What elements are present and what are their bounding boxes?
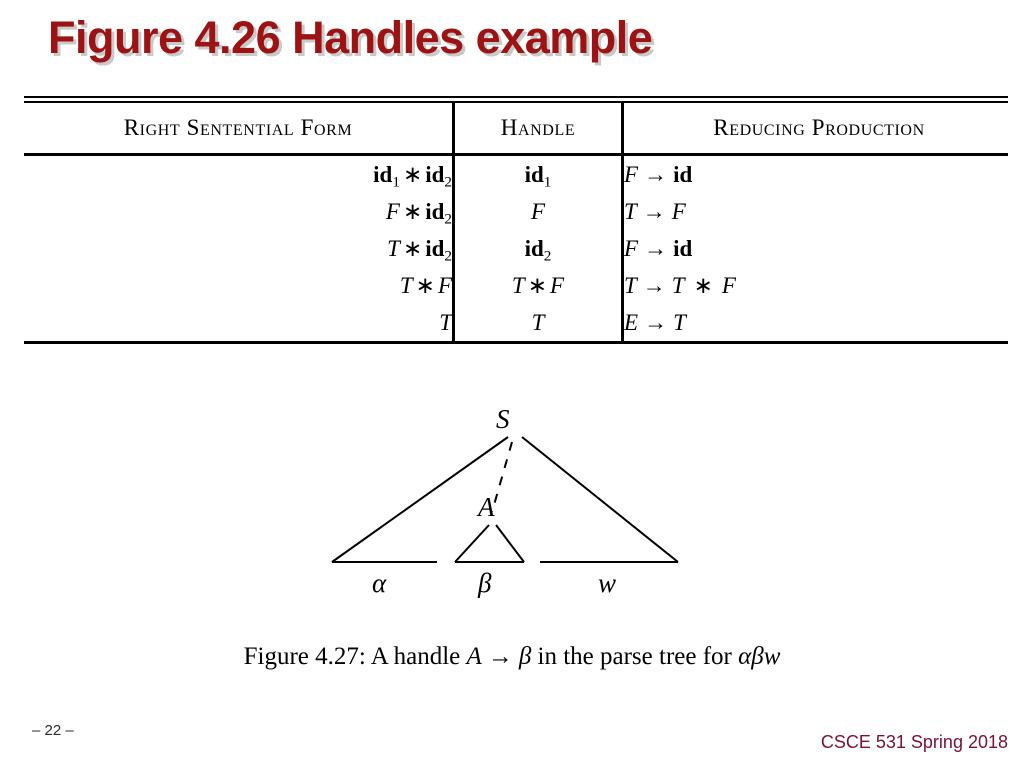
caption-sentential: αβw (738, 643, 781, 670)
tree-root-label: S (496, 404, 510, 434)
caption-beta: β (518, 643, 532, 670)
subtree-right-edge (495, 524, 525, 563)
table-body-row-group: id1∗id2 F∗id2 T∗id2 T∗F T id1 (24, 156, 1014, 341)
table-row: T∗id2 (387, 236, 452, 265)
header-label-right-sentential-form: Right Sentential Form (123, 115, 353, 140)
table-row: E→T (624, 310, 686, 335)
table-row: id1 (524, 162, 552, 191)
tree-right-edge (521, 436, 679, 563)
tree-leaf-label-w: w (598, 568, 617, 598)
table-body-section: id1∗id2 F∗id2 T∗id2 T∗F T id1 (24, 156, 1014, 341)
table-row: T→F (624, 199, 686, 224)
table-bottom-rule (24, 341, 1008, 344)
table-row: T∗F (399, 273, 452, 298)
tree-inner-label: A (478, 492, 495, 522)
table-row: id2 (524, 236, 552, 265)
table-row: F (530, 199, 546, 224)
table-header-section: Right Sentential Form Handle Reducing Pr… (24, 103, 1014, 153)
column-divider-1 (452, 103, 455, 153)
footer-page-number: – 22 – (32, 722, 74, 739)
table-row: T (439, 310, 452, 335)
header-label-handle: Handle (500, 115, 576, 140)
table-row: F→id (624, 162, 693, 187)
figure-caption: Figure 4.27: A handle A→β in the parse t… (0, 643, 1024, 671)
parse-tree-figure: S A α β w (300, 400, 720, 615)
table-top-double-rule (24, 96, 1008, 103)
column-divider-2-body (621, 156, 624, 341)
caption-middle: in the parse tree for (531, 643, 739, 670)
table-row: T→T∗F (624, 273, 736, 298)
tree-leaf-label-alpha: α (372, 568, 387, 598)
header-cell-reducing-production: Reducing Production (624, 103, 1014, 153)
table-row: id1∗id2 (373, 162, 452, 191)
table-header-row: Right Sentential Form Handle Reducing Pr… (24, 103, 1014, 153)
tree-leaf-label-beta: β (478, 568, 492, 598)
footer-course-label: CSCE 531 Spring 2018 (820, 732, 1008, 752)
tree-dashed-path (491, 441, 513, 513)
cell-group-right-sentential-form: id1∗id2 F∗id2 T∗id2 T∗F T (24, 156, 452, 341)
handles-table: Right Sentential Form Handle Reducing Pr… (24, 96, 1008, 344)
table-row: T (531, 310, 545, 335)
subtree-left-edge (454, 524, 490, 563)
header-cell-handle: Handle (455, 103, 621, 153)
column-divider-1-body (452, 156, 455, 341)
table-row: F∗id2 (385, 199, 452, 228)
column-divider-2 (621, 103, 624, 153)
table-header-rule (24, 153, 1008, 156)
caption-nonterminal: A (466, 643, 482, 670)
caption-arrow-icon: → (487, 643, 513, 670)
cell-group-handle: id1 F id2 T∗F T (455, 156, 621, 341)
header-label-reducing-production: Reducing Production (713, 115, 925, 140)
page-title: Figure 4.26 Handles example (48, 12, 653, 63)
tree-left-edge (331, 436, 509, 563)
cell-group-reducing-production: F→id T→F F→id T→T∗F E→T (624, 156, 1014, 341)
table-row: F→id (624, 236, 693, 261)
caption-prefix: Figure 4.27: A handle (243, 643, 467, 670)
table-row: T∗F (511, 273, 565, 298)
header-cell-right-sentential-form: Right Sentential Form (24, 103, 452, 153)
